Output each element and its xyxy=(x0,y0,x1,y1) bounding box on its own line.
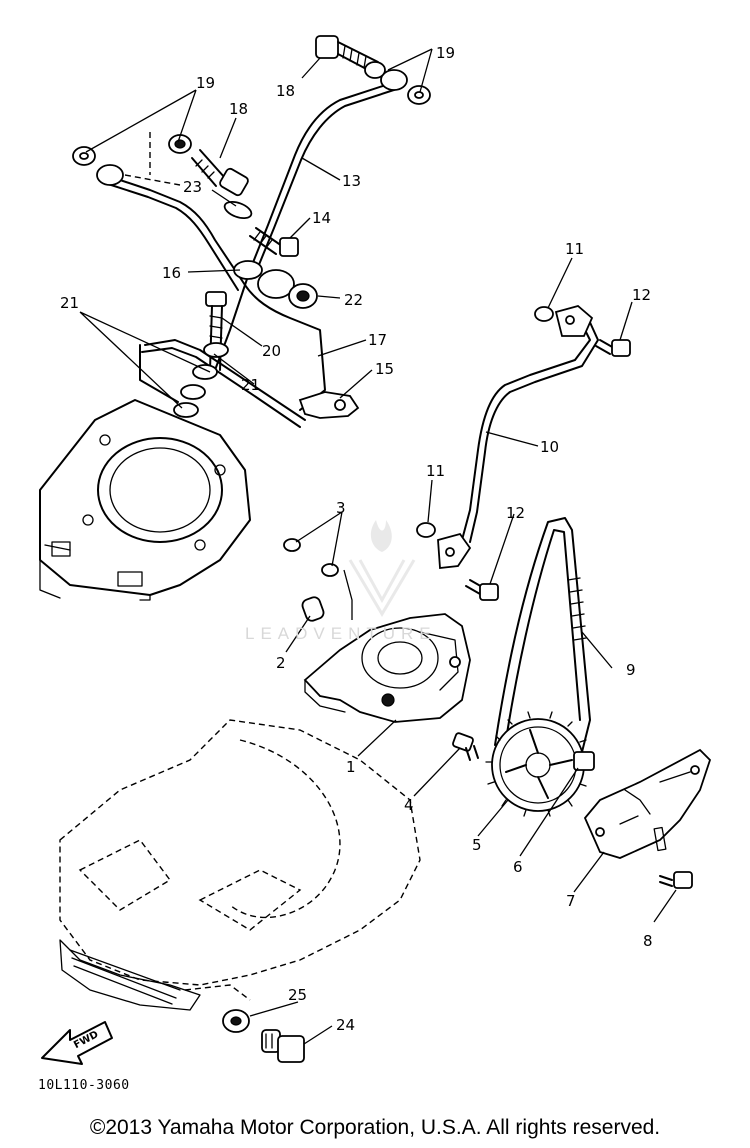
o-ring-11-top xyxy=(534,306,554,322)
oil-pipe-13 xyxy=(214,81,401,371)
drain-plug-24 xyxy=(261,1029,305,1063)
label-21-bottom: 21 xyxy=(241,376,260,394)
oil-pipe-10 xyxy=(461,317,599,543)
label-23: 23 xyxy=(183,178,202,196)
washer-21-d xyxy=(173,402,199,418)
o-ring-3-b xyxy=(321,563,339,577)
label-4: 4 xyxy=(404,796,414,814)
washer-19-top-b-hole xyxy=(414,91,424,99)
label-12-top: 12 xyxy=(632,286,651,304)
washer-21-a xyxy=(203,342,229,358)
label-12-bottom: 12 xyxy=(506,504,525,522)
oil-pipe-17 xyxy=(107,175,326,428)
label-2: 2 xyxy=(276,654,286,672)
label-11-bottom: 11 xyxy=(426,462,445,480)
cylinder-drawing xyxy=(39,399,251,601)
part-labels: 19 18 19 18 13 23 14 16 22 21 20 17 21 1… xyxy=(60,44,653,1034)
nut-22-center xyxy=(296,290,310,302)
pipe-flange-bottom xyxy=(437,532,472,569)
screw-8 xyxy=(659,871,693,889)
diagram-code: 10L110-3060 xyxy=(38,1078,130,1093)
label-1: 1 xyxy=(346,758,356,776)
label-6: 6 xyxy=(513,858,523,876)
cover-plate-7 xyxy=(583,748,712,859)
washer-19-left-b-hole xyxy=(174,139,186,149)
washer-25-center xyxy=(230,1016,242,1026)
fitting-block xyxy=(257,269,295,299)
label-8: 8 xyxy=(643,932,653,950)
washer-21-c xyxy=(180,384,206,400)
label-20: 20 xyxy=(262,342,281,360)
bolt-4 xyxy=(452,732,479,761)
label-16: 16 xyxy=(162,264,181,282)
label-13: 13 xyxy=(342,172,361,190)
label-19-top: 19 xyxy=(436,44,455,62)
washer-19-top-a xyxy=(364,61,386,79)
watermark-logo-icon xyxy=(348,520,416,617)
watermark-text: LEADVENTURE xyxy=(245,624,437,643)
bolt-12-top xyxy=(595,339,631,357)
label-17: 17 xyxy=(368,331,387,349)
fwd-arrow-icon: FWD xyxy=(41,1021,113,1065)
assembly-guide-left xyxy=(124,132,181,186)
banjo-fitting-top xyxy=(380,69,408,91)
label-24: 24 xyxy=(336,1016,355,1034)
nut-6 xyxy=(573,751,595,771)
bolt-14 xyxy=(249,227,299,257)
bolt-12-bottom xyxy=(465,579,499,601)
label-18-top: 18 xyxy=(276,82,295,100)
bolt-20 xyxy=(205,291,227,371)
sprocket-5 xyxy=(485,711,591,817)
label-7: 7 xyxy=(566,892,576,910)
label-19-left: 19 xyxy=(196,74,215,92)
gasket-23 xyxy=(223,200,253,220)
union-bolt-18-left xyxy=(191,149,249,197)
label-5: 5 xyxy=(472,836,482,854)
label-14: 14 xyxy=(312,209,331,227)
copyright-notice: ©2013 Yamaha Motor Corporation, U.S.A. A… xyxy=(89,1116,661,1139)
bracket-15 xyxy=(298,391,360,419)
crankcase-drawing xyxy=(59,719,421,1011)
callout-lines xyxy=(79,48,677,1045)
label-9: 9 xyxy=(626,661,636,679)
o-ring-11-bottom xyxy=(416,522,436,538)
union-bolt-18-top xyxy=(315,35,379,73)
label-18-left: 18 xyxy=(229,100,248,118)
drive-chain-9 xyxy=(494,517,591,761)
washer-21-b xyxy=(192,364,218,380)
label-11-top: 11 xyxy=(565,240,584,258)
pipe-flange-top xyxy=(554,305,594,337)
label-15: 15 xyxy=(375,360,394,378)
label-10: 10 xyxy=(540,438,559,456)
banjo-fitting-left xyxy=(96,164,124,186)
label-3: 3 xyxy=(336,499,346,517)
label-25: 25 xyxy=(288,986,307,1004)
oil-pump-1 xyxy=(303,613,471,723)
washer-19-left-a-hole xyxy=(79,152,89,160)
label-21-top: 21 xyxy=(60,294,79,312)
dowel-pin-2 xyxy=(301,596,325,622)
label-22: 22 xyxy=(344,291,363,309)
